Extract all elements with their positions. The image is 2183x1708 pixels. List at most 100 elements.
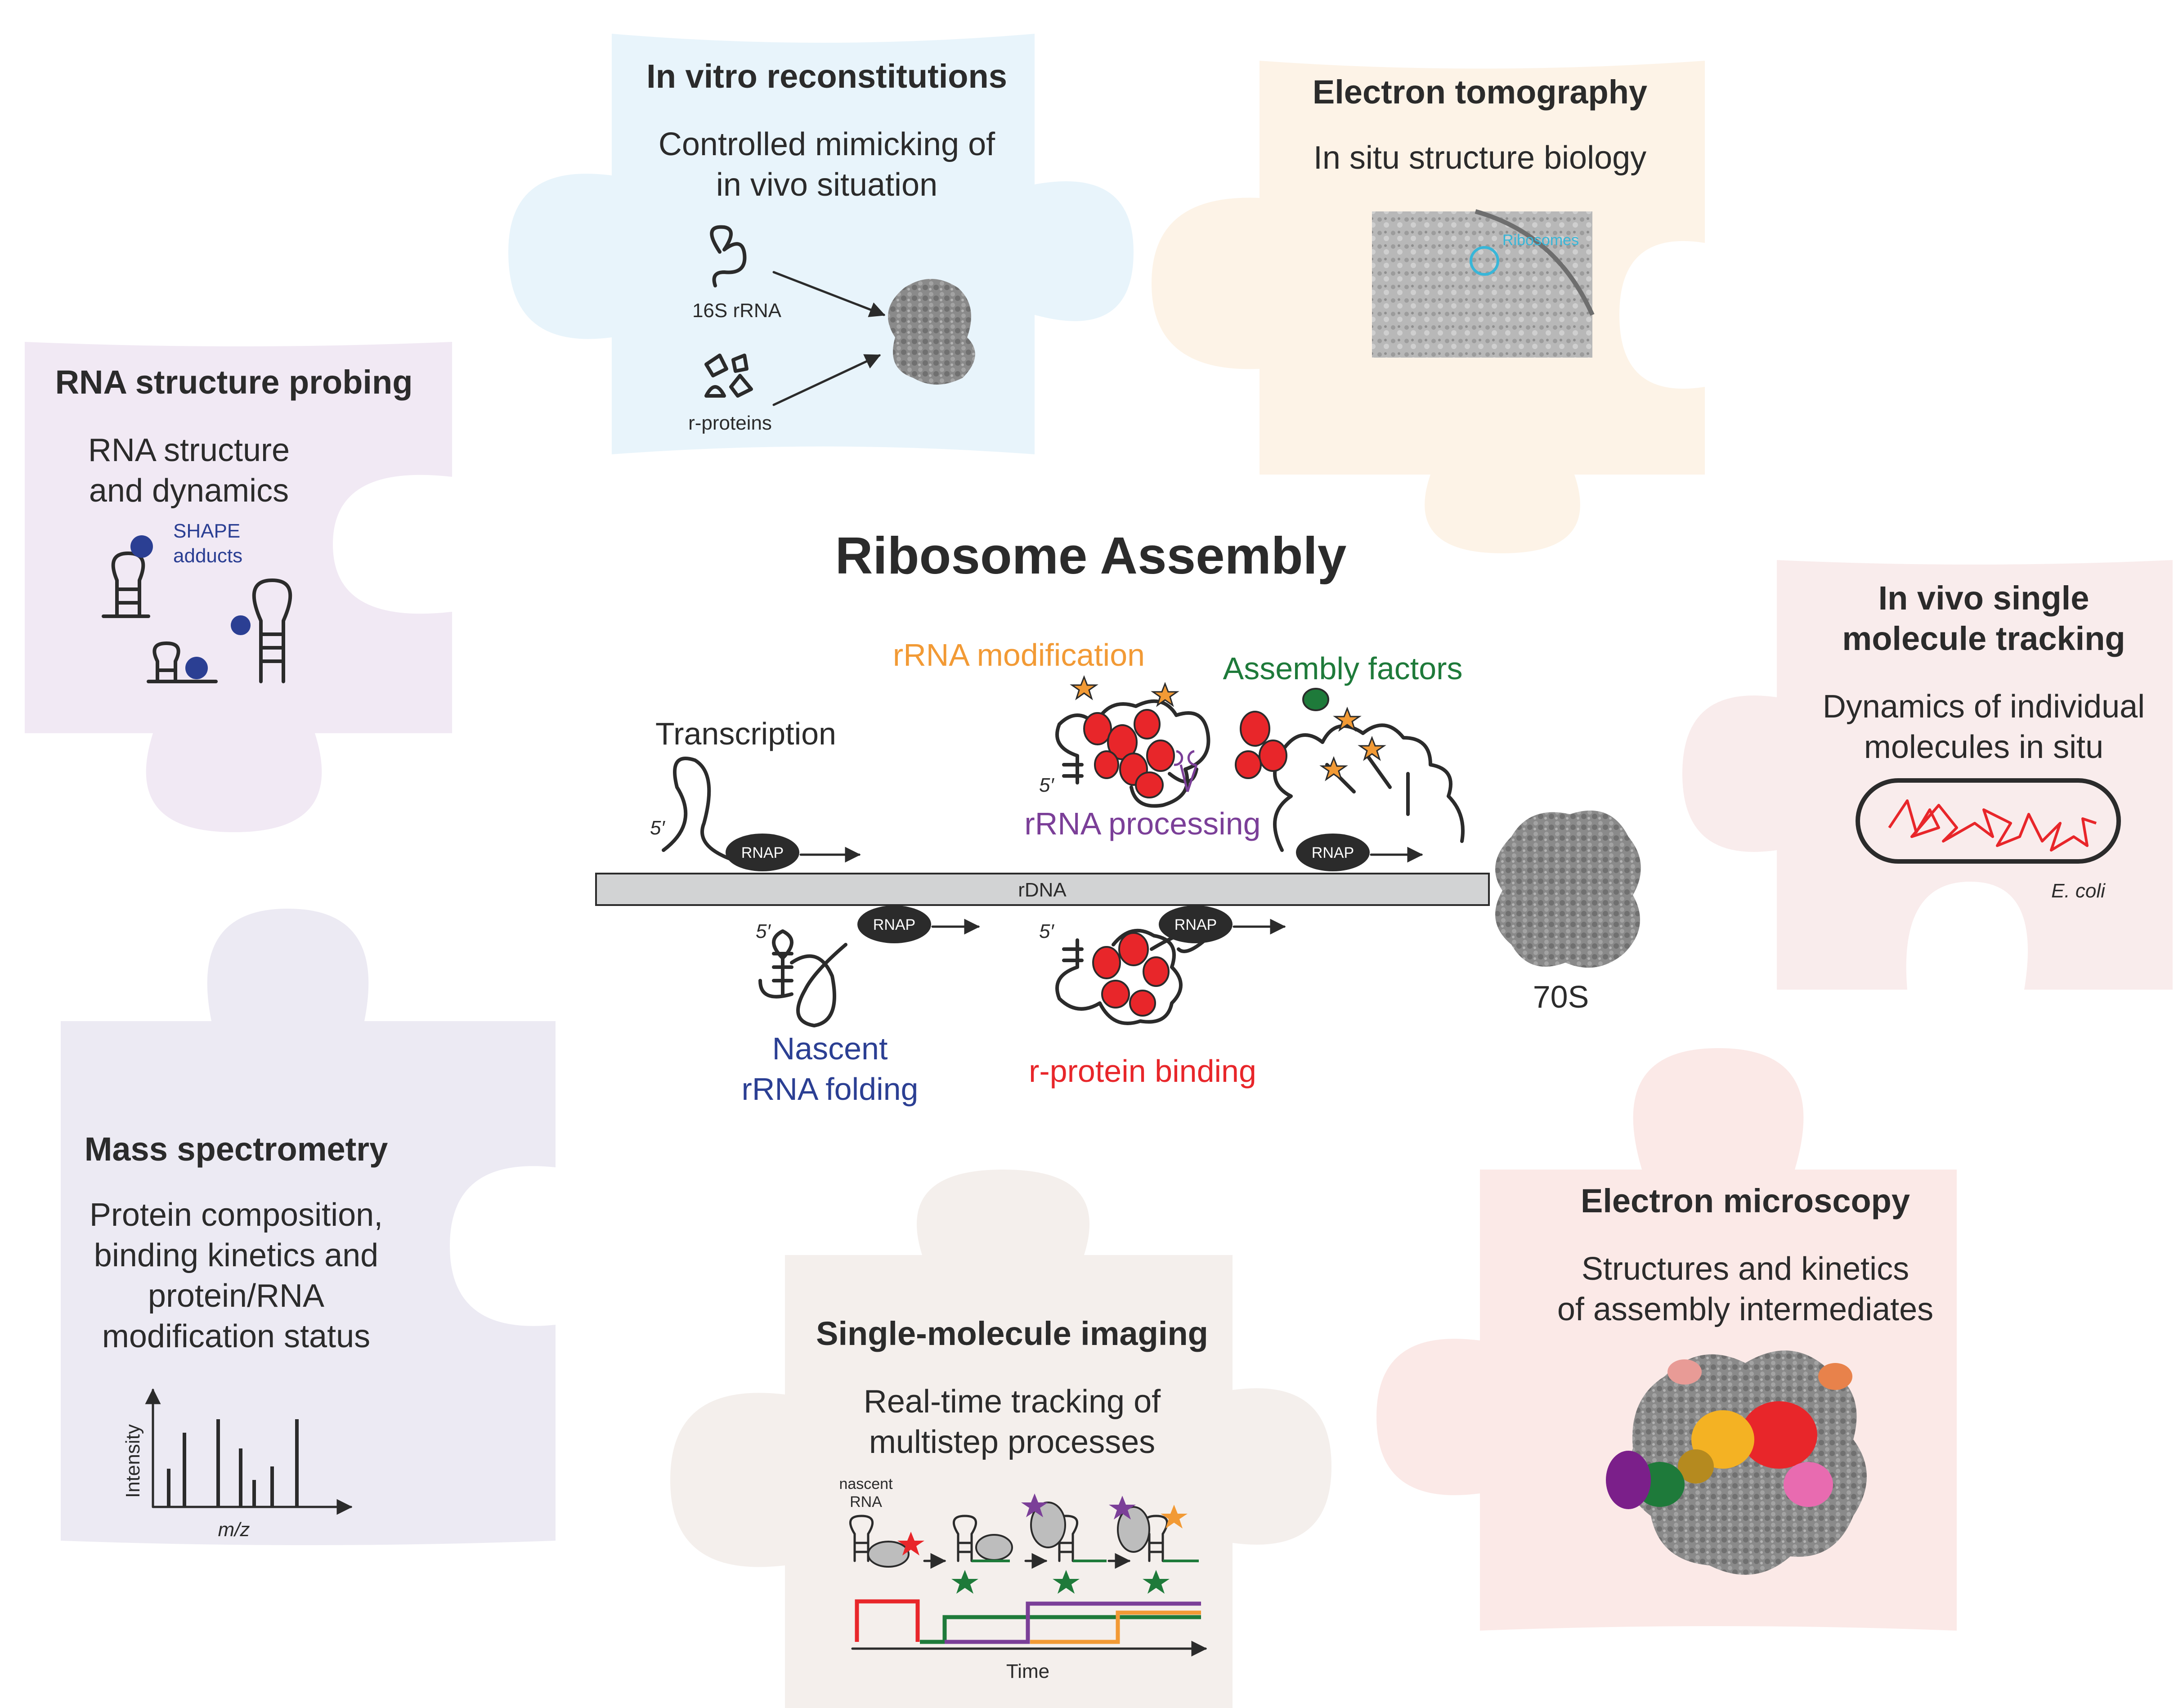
svg-text:RNAP: RNAP <box>1312 844 1354 861</box>
tracking-title-2: molecule tracking <box>1842 620 2125 657</box>
modification-stars <box>1070 675 1179 707</box>
puzzle-piece-single-molecule <box>670 1170 1331 1708</box>
label-transcription: Transcription <box>655 716 836 751</box>
e-coli-label: E. coli <box>2051 880 2106 902</box>
label-r-proteins: r-proteins <box>688 412 772 434</box>
rna-hairpin-icons <box>102 551 292 683</box>
factor-stars <box>1319 706 1386 781</box>
single-molecule-title: Single-molecule imaging <box>816 1315 1208 1352</box>
70s-ribosome-icon <box>1495 810 1641 968</box>
nascent-rna-label-1: nascent <box>839 1475 893 1493</box>
binding-rrna-structure <box>1055 927 1216 1025</box>
in-vitro-line-2: in vivo situation <box>716 167 937 203</box>
fluorophore-stars <box>897 1493 1188 1594</box>
label-nascent-2: rRNA folding <box>742 1071 919 1107</box>
label-nascent-1: Nascent <box>772 1031 888 1066</box>
tracking-title-1: In vivo single <box>1878 579 2089 617</box>
puzzle-piece-tracking <box>1682 560 2173 990</box>
r-protein-blobs-binding <box>1092 932 1170 1017</box>
svg-text:RNAP: RNAP <box>741 844 784 861</box>
rnap-3: RNAP <box>857 906 980 943</box>
panel-in-vitro: In vitro reconstitutions Controlled mimi… <box>508 34 1134 454</box>
ms-spectrum-peaks <box>167 1419 299 1507</box>
rnase-scissors-icon <box>1174 750 1198 792</box>
in-vitro-title: In vitro reconstitutions <box>646 58 1007 95</box>
shape-label-2: adducts <box>173 545 242 567</box>
time-axis-label: Time <box>1006 1660 1049 1682</box>
tomography-line-1: In situ structure biology <box>1313 140 1646 176</box>
single-molecule-line-1: Real-time tracking of <box>864 1384 1161 1420</box>
tomogram-image <box>1372 211 1592 358</box>
16s-rrna-icon <box>710 225 747 287</box>
puzzle-piece-mass-spec <box>61 909 556 1545</box>
rdna-bar <box>595 873 1490 906</box>
five-prime-modification: 5′ <box>1039 774 1054 796</box>
mass-spec-line-4: modification status <box>102 1318 370 1354</box>
panel-mass-spec: Mass spectrometry Protein composition, b… <box>61 909 556 1545</box>
rnap-1: RNAP <box>726 834 861 871</box>
colored-protein-densities <box>1606 1359 1852 1509</box>
panel-single-molecule: Single-molecule imaging Real-time tracki… <box>670 1170 1331 1708</box>
shape-adduct-1 <box>130 535 153 558</box>
fluorescence-time-traces <box>855 1599 1201 1644</box>
cell-membrane <box>1475 209 1595 316</box>
em-line-1: Structures and kinetics <box>1582 1251 1909 1287</box>
ms-y-label: Intensity <box>122 1424 144 1498</box>
mass-spec-title: Mass spectrometry <box>85 1130 388 1168</box>
shape-label-1: SHAPE <box>173 520 240 542</box>
molecule-trajectory <box>1888 799 2097 852</box>
arrow-proteins-to-ribosome <box>772 354 881 406</box>
label-ribosomes: Ribosomes <box>1502 232 1579 249</box>
arrow-rrna-to-ribosome <box>772 271 886 317</box>
assembly-intermediate-structure <box>1627 1350 1867 1575</box>
tracking-line-2: molecules in situ <box>1864 729 2103 765</box>
rna-probing-line-2: and dynamics <box>89 473 289 509</box>
r-protein-blobs-factors <box>1235 711 1287 779</box>
e-coli-cell-outline <box>1856 778 2121 864</box>
rdna-label: rDNA <box>1018 879 1067 901</box>
nascent-rna-label-2: RNA <box>850 1493 882 1511</box>
shape-adduct-2 <box>185 657 208 679</box>
rnap-4: RNAP <box>1159 906 1286 943</box>
label-assembly-factors: Assembly factors <box>1223 651 1463 686</box>
five-prime-binding: 5′ <box>1039 920 1054 942</box>
nascent-transcript-1 <box>662 757 733 861</box>
ms-x-label: m/z <box>218 1519 250 1541</box>
rna-probing-title: RNA structure probing <box>55 363 413 401</box>
panel-tomography: Electron tomography In situ structure bi… <box>1152 61 1705 553</box>
puzzle-piece-rna-probing <box>25 342 452 832</box>
tomography-title: Electron tomography <box>1313 73 1647 111</box>
nascent-rrna-hairpin <box>758 929 847 1027</box>
panel-tracking: In vivo single molecule tracking Dynamic… <box>1682 560 2173 990</box>
main-title: Ribosome Assembly <box>835 526 1347 585</box>
panel-rna-probing: RNA structure probing RNA structure and … <box>25 342 452 832</box>
center-ribosome-assembly: Ribosome Assembly rDNA Transcription 5′ … <box>595 526 1641 1107</box>
assembly-steps-icons <box>849 1502 1199 1569</box>
svg-text:RNAP: RNAP <box>873 916 915 933</box>
label-rprotein-binding: r-protein binding <box>1029 1053 1256 1089</box>
single-molecule-line-2: multistep processes <box>869 1424 1155 1460</box>
label-70s: 70S <box>1533 979 1589 1014</box>
label-rrna-processing: rRNA processing <box>1024 806 1260 841</box>
mass-spec-line-2: binding kinetics and <box>94 1237 378 1273</box>
r-proteins-icon <box>704 354 753 398</box>
in-vitro-line-1: Controlled mimicking of <box>659 126 995 162</box>
five-prime-nascent: 5′ <box>756 920 771 942</box>
modified-rrna-structure <box>1055 699 1210 808</box>
rna-probing-line-1: RNA structure <box>88 432 290 468</box>
label-rrna-modification: rRNA modification <box>893 637 1145 672</box>
30s-ribosome-icon <box>888 279 975 385</box>
r-protein-blobs-modification <box>1083 709 1175 798</box>
mass-spec-line-3: protein/RNA <box>148 1278 324 1314</box>
mass-spec-line-1: Protein composition, <box>90 1197 383 1233</box>
puzzle-piece-in-vitro <box>508 34 1134 454</box>
em-title: Electron microscopy <box>1581 1182 1910 1219</box>
svg-text:RNAP: RNAP <box>1174 916 1217 933</box>
label-16s-rrna: 16S rRNA <box>692 300 782 322</box>
rnap-2: RNAP <box>1296 834 1423 871</box>
assembly-factor-green <box>1302 688 1329 711</box>
shape-adduct-3 <box>231 615 251 635</box>
panel-em: Electron microscopy Structures and kinet… <box>1376 1048 1957 1631</box>
ribosome-highlight-circle <box>1470 246 1499 276</box>
